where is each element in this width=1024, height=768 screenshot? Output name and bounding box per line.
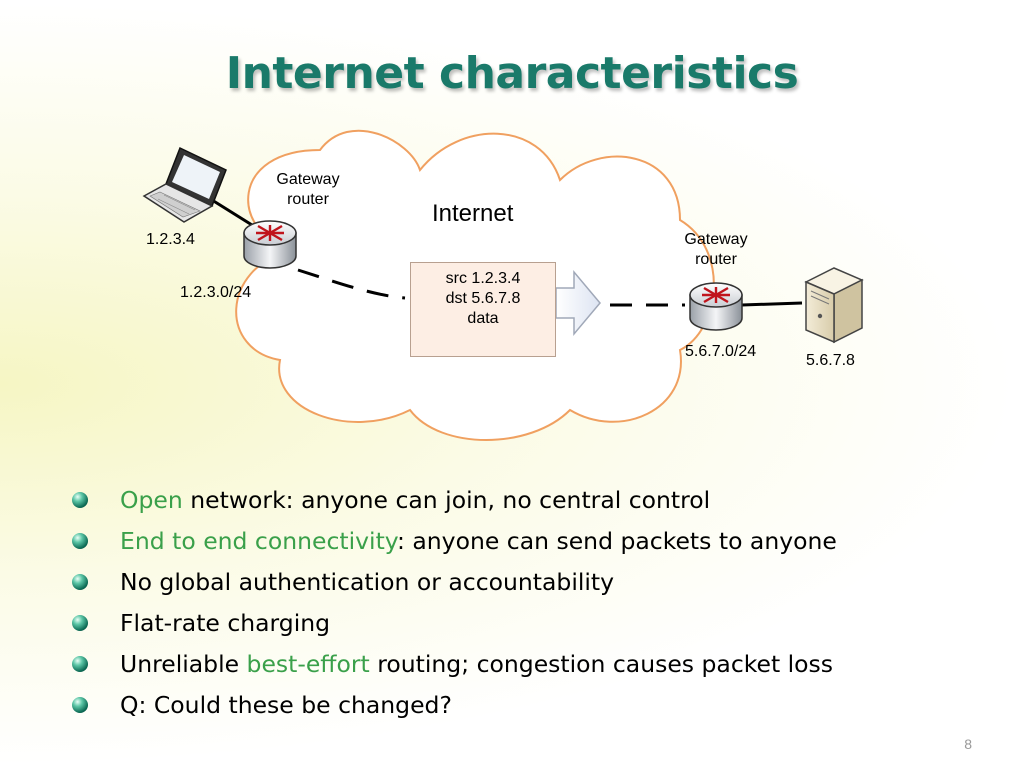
left-dashed-link [297,268,406,300]
right-gateway-label: Gateway router [684,231,748,268]
bullet-dot-icon [72,533,88,549]
packet-dst: dst 5.6.7.8 [445,290,521,307]
router-icon [243,220,297,269]
router-icon [689,282,743,331]
laptop-icon [142,146,227,223]
bullet-item: Unreliable best-effort routing; congesti… [72,644,1002,685]
bullet-item: Flat-rate charging [72,603,1002,644]
packet-src: src 1.2.3.4 [445,270,521,287]
cloud-label: Internet [432,200,514,227]
bullet-item: No global authentication or accountabili… [72,562,1002,603]
packet-data: data [467,310,499,327]
bullet-dot-icon [72,656,88,672]
bullet-list: Open network: anyone can join, no centra… [72,480,1002,726]
right-subnet: 5.6.7.0/24 [685,343,757,360]
server-link [741,301,803,307]
packet-box: src 1.2.3.4 dst 5.6.7.8 data [410,262,556,357]
page-number: 8 [964,736,972,752]
bullet-dot-icon [72,492,88,508]
bullet-dot-icon [72,574,88,590]
left-subnet: 1.2.3.0/24 [180,284,252,301]
bullet-dot-icon [72,615,88,631]
bullet-dot-icon [72,697,88,713]
left-gateway-label: Gateway router [276,171,340,208]
bullet-item: End to end connectivity: anyone can send… [72,521,1002,562]
slide-title: Internet characteristics [225,48,799,99]
laptop-link [211,198,253,227]
left-host-ip: 1.2.3.4 [146,231,195,248]
right-host-ip: 5.6.7.8 [806,352,855,369]
packet-arrow [555,269,601,337]
server-icon [804,267,864,344]
bullet-item: Q: Could these be changed? [72,685,1002,726]
bullet-item: Open network: anyone can join, no centra… [72,480,1002,521]
